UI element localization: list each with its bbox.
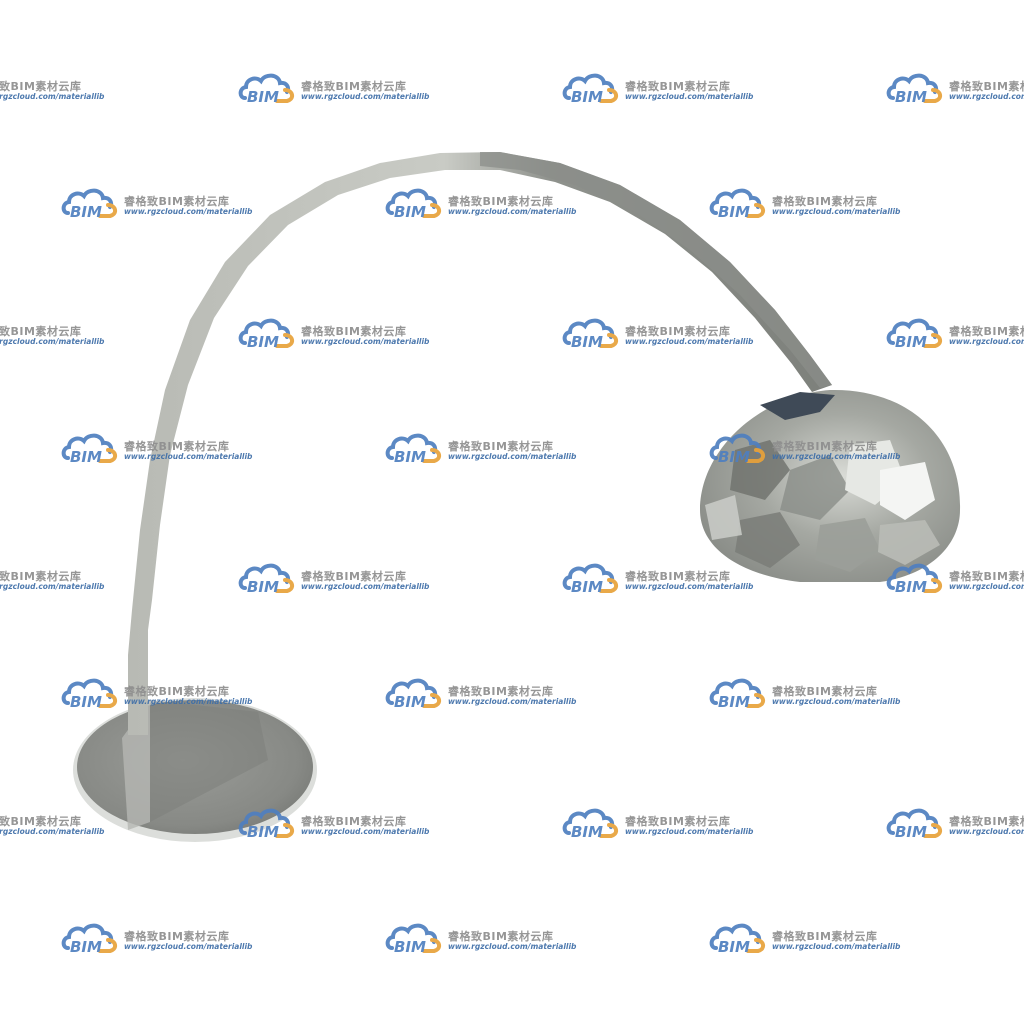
lamp-base: [73, 698, 317, 842]
lamp-shade: [700, 389, 961, 582]
